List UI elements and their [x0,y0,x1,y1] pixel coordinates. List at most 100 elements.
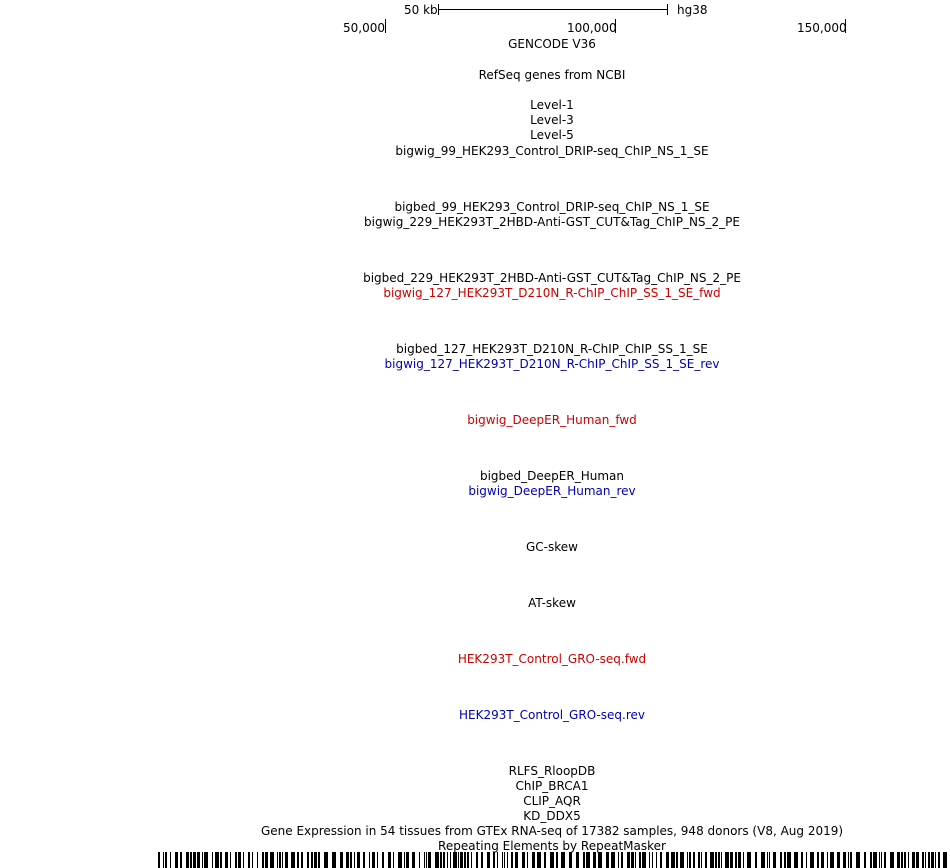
track-label-level-5[interactable]: Level-5 [530,128,574,142]
repeat-element [916,852,919,868]
track-label-bigwig-229[interactable]: bigwig_229_HEK293T_2HBD-Anti-GST_CUT&Tag… [364,215,740,229]
repeat-element [426,852,427,868]
repeat-element [676,852,678,868]
repeat-element [398,852,402,868]
repeat-element [440,852,442,868]
repeat-element [502,852,503,868]
repeat-element [458,852,459,868]
track-label-repeatmasker[interactable]: Repeating Elements by RepeatMasker [438,839,666,853]
repeat-element [747,852,751,868]
track-label-rlfs[interactable]: RLFS_RloopDB [508,764,596,778]
repeat-element [715,852,717,868]
track-label-refseq[interactable]: RefSeq genes from NCBI [478,68,626,82]
repeat-element [412,852,415,868]
repeat-element [481,852,483,868]
repeat-element [864,852,866,868]
track-label-level-3[interactable]: Level-3 [530,113,574,127]
repeat-element [843,852,846,868]
repeat-element [544,852,546,868]
repeat-element [666,852,669,868]
track-label-bigbed-99[interactable]: bigbed_99_HEK293_Control_DRIP-seq_ChIP_N… [394,200,710,214]
track-label-clip-aqr[interactable]: CLIP_AQR [523,794,581,808]
repeat-element [515,852,518,868]
track-label-at-skew[interactable]: AT-skew [528,596,576,610]
repeat-element [586,852,590,868]
repeat-element [806,852,807,868]
repeat-element [649,852,650,868]
track-label-bigbed-229[interactable]: bigbed_229_HEK293T_2HBD-Anti-GST_CUT&Tag… [363,271,741,285]
repeat-element [698,852,700,868]
repeat-element [447,852,448,868]
track-label-gc-skew[interactable]: GC-skew [526,540,578,554]
repeat-element [507,852,508,868]
repeat-element [265,852,268,868]
repeat-element [821,852,824,868]
track-label-deeper-fwd[interactable]: bigwig_DeepER_Human_fwd [467,413,637,427]
repeat-element [453,852,457,868]
repeat-element [827,852,828,868]
track-label-kd-ddx5[interactable]: KD_DDX5 [523,809,581,823]
repeat-element [175,852,178,868]
repeat-element [235,852,237,868]
track-label-gro-seq-rev[interactable]: HEK293T_Control_GRO-seq.rev [458,708,646,722]
repeat-element [225,852,228,868]
repeat-element [537,852,541,868]
repeat-element [243,852,244,868]
track-label-chip-brca1[interactable]: ChIP_BRCA1 [515,779,589,793]
repeat-element [680,852,684,868]
repeat-element [660,852,662,868]
repeat-element [297,852,299,868]
scale-bar-end-tick [667,4,668,15]
repeat-element [186,852,189,868]
repeat-element [710,852,714,868]
repeat-element [652,852,653,868]
repeat-element [837,852,840,868]
repeat-element [817,852,819,868]
track-label-deeper-rev[interactable]: bigwig_DeepER_Human_rev [468,484,636,498]
repeat-element [204,852,208,868]
repeat-element [730,852,733,868]
track-label-level-1[interactable]: Level-1 [530,98,574,112]
repeat-element [689,852,691,868]
track-label-bigwig-127-rev[interactable]: bigwig_127_HEK293T_D210N_R-ChIP_ChIP_SS_… [384,357,720,371]
repeat-element [767,852,768,868]
repeat-element [252,852,253,868]
track-label-bigwig-127-fwd[interactable]: bigwig_127_HEK293T_D210N_R-ChIP_ChIP_SS_… [383,286,721,300]
repeat-element [163,852,164,868]
repeatmasker-track[interactable] [0,852,950,868]
repeat-element [340,852,343,868]
repeat-element [419,852,420,868]
track-label-bigbed-127[interactable]: bigbed_127_HEK293T_D210N_R-ChIP_ChIP_SS_… [396,342,708,356]
repeat-element [705,852,707,868]
repeat-element [810,852,814,868]
repeat-element [428,852,431,868]
repeat-element [332,852,336,868]
repeat-element [493,852,495,868]
repeat-element [522,852,525,868]
repeat-element [393,852,394,868]
repeat-element [158,852,160,868]
repeat-element [170,852,171,868]
track-label-bigbed-deeper[interactable]: bigbed_DeepER_Human [479,469,624,483]
repeat-element [725,852,729,868]
repeat-element [848,852,849,868]
track-label-bigwig-99[interactable]: bigwig_99_HEK293_Control_DRIP-seq_ChIP_N… [395,144,709,158]
repeat-element [311,852,313,868]
repeat-element [460,852,463,868]
track-label-gro-seq-fwd[interactable]: HEK293T_Control_GRO-seq.fwd [457,652,647,666]
repeat-element [504,852,505,868]
position-tick [615,19,616,33]
repeat-element [908,852,909,868]
repeat-element [922,852,924,868]
repeat-element [511,852,513,868]
repeat-element [738,852,741,868]
repeat-element [406,852,409,868]
position-label: 100,000 [567,21,617,35]
repeat-element [881,852,882,868]
repeat-element [890,852,894,868]
track-label-gtex[interactable]: Gene Expression in 54 tissues from GTEx … [260,824,844,838]
track-label-gencode[interactable]: GENCODE V36 [508,37,596,51]
repeat-element [270,852,274,868]
repeat-element [721,852,722,868]
position-label: 150,000 [797,21,847,35]
